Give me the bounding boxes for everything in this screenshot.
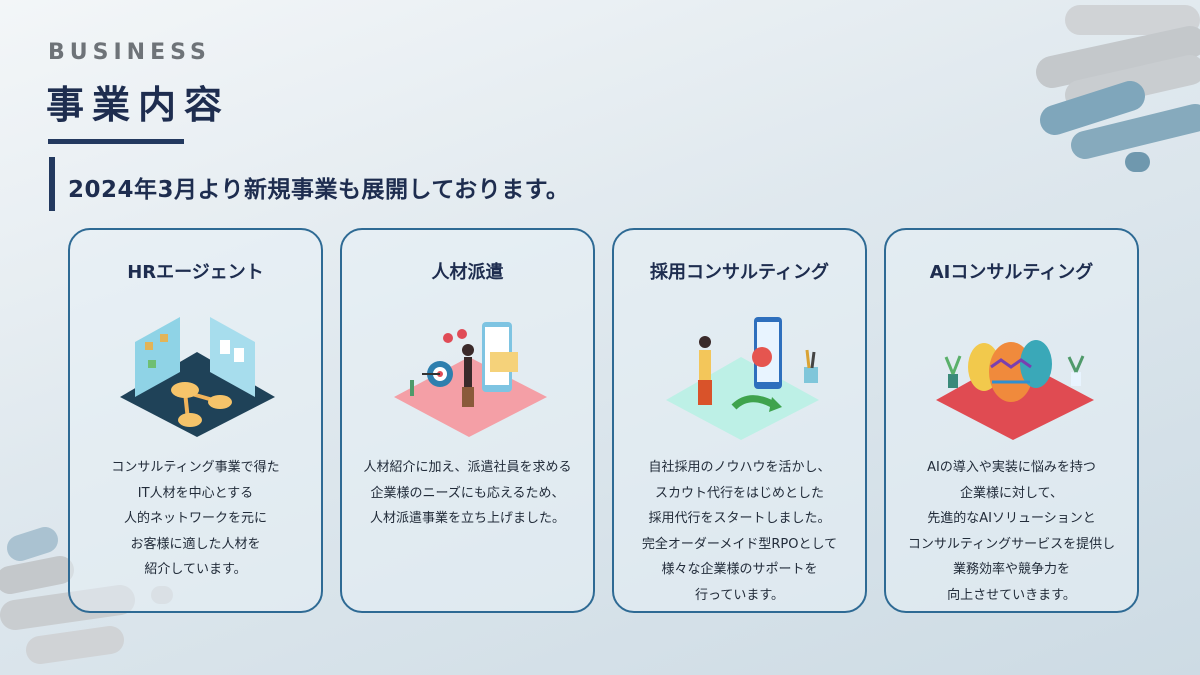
service-card-hr-agent: HRエージェント コンサルティング事業で得た IT人材を中心とする 人的ネットワ… xyxy=(68,228,323,613)
recruiting-consulting-illustration-icon xyxy=(666,317,819,440)
card-description: 自社採用のノウハウを活かし、 スカウト代行をはじめとした 採用代行をスタートしま… xyxy=(641,460,838,603)
card-description: 人材紹介に加え、派遣社員を求める 企業様のニーズにも応えるため、 人材派遣事業を… xyxy=(363,460,572,526)
card-title: HRエージェント xyxy=(127,262,264,283)
card-description: コンサルティング事業で得た IT人材を中心とする 人的ネットワークを元に お客様… xyxy=(111,460,280,577)
page-subtitle: 2024年3月より新規事業も展開しております。 xyxy=(68,177,570,203)
service-card-recruiting-consulting: 採用コンサルティング 自社採用のノウハウを活かし、 スカウト代行をはじめとした … xyxy=(612,228,867,613)
ai-consulting-illustration-icon xyxy=(936,340,1094,440)
card-title: AIコンサルティング xyxy=(929,262,1094,283)
staffing-illustration-icon xyxy=(394,322,547,437)
card-title: 人材派遣 xyxy=(431,262,504,283)
subtitle-accent-bar xyxy=(49,157,55,211)
service-card-ai-consulting: AIコンサルティング AIの導入や実装に悩みを持つ 企業様に対して、 先進的なA… xyxy=(884,228,1139,613)
title-underline xyxy=(48,139,184,144)
section-eyebrow: BUSINESS xyxy=(48,40,211,65)
hr-agent-illustration-icon xyxy=(120,317,275,437)
service-card-staffing: 人材派遣 人材紹介に加え、派遣社員を求める 企業様のニーズにも応えるため、 人材… xyxy=(340,228,595,613)
card-title: 採用コンサルティング xyxy=(650,262,829,283)
card-description: AIの導入や実装に悩みを持つ 企業様に対して、 先進的なAIソリューションと コ… xyxy=(907,460,1116,603)
page-title: 事業内容 xyxy=(46,83,231,127)
